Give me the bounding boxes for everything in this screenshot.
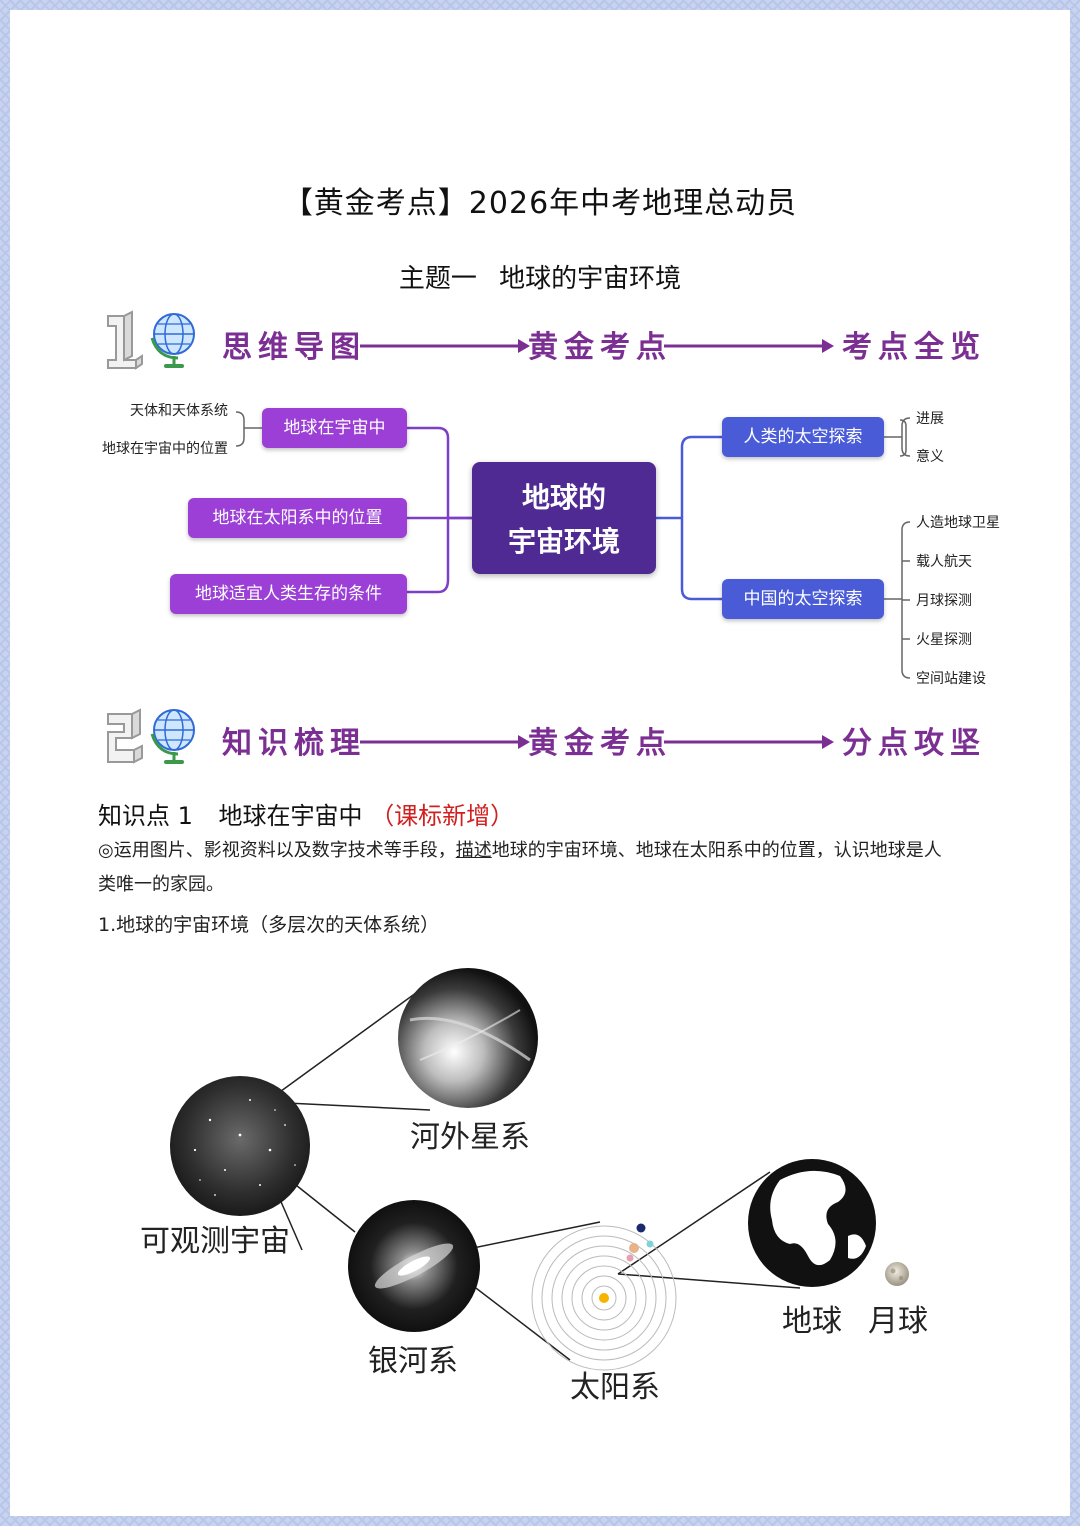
label-moon: 月球 xyxy=(868,1304,928,1339)
section-banner-1: 思维导图 黄金考点 考点全览 xyxy=(98,308,998,378)
node-habitable-conditions: 地球适宜人类生存的条件 xyxy=(170,574,407,614)
label-solar-system: 太阳系 xyxy=(570,1370,660,1405)
req-underlined: 描述 xyxy=(455,840,492,861)
req-text-1: ◎运用图片、影视资料以及数字技术等手段， xyxy=(98,840,456,861)
mind-map-connectors xyxy=(235,411,911,679)
center-node-line2: 宇宙环境 xyxy=(507,525,620,558)
arrow-right-icon xyxy=(360,735,530,749)
banner-step-knowledge: 知识梳理 xyxy=(222,726,366,761)
center-node-line1: 地球的 xyxy=(521,481,606,514)
leaf-satellite: 人造地球卫星 xyxy=(916,515,1000,531)
arrow-right-icon xyxy=(664,735,834,749)
figure-drawing xyxy=(170,968,909,1371)
moon-image xyxy=(885,1262,909,1286)
leaf-progress: 进展 xyxy=(916,411,944,427)
req-text-2: 地球的宇宙环境、地球在太阳系中的位置，认识地球是人 xyxy=(491,840,942,861)
globe-icon xyxy=(150,709,195,764)
curriculum-requirement: ◎运用图片、影视资料以及数字技术等手段，描述地球的宇宙环境、地球在太阳系中的位置… xyxy=(98,834,998,902)
document-title: 【黄金考点】2026年中考地理总动员 xyxy=(282,186,798,221)
sun-icon xyxy=(599,1293,609,1303)
observable-universe-image xyxy=(170,1076,310,1216)
leaf-significance: 意义 xyxy=(916,449,944,465)
section-heading: 1.地球的宇宙环境（多层次的天体系统） xyxy=(98,914,440,936)
knowledge-point-title: 知识点 1 地球在宇宙中 （课标新增） xyxy=(98,796,514,831)
kp-name: 地球在宇宙中 xyxy=(218,802,363,830)
banner-step-overview: 考点全览 xyxy=(842,330,986,365)
planet-icon xyxy=(646,1240,654,1248)
planet-icon xyxy=(636,1223,646,1233)
number-one-icon xyxy=(107,310,143,370)
section-banner-2: 知识梳理 黄金考点 分点攻坚 xyxy=(98,704,998,774)
document-page: 【黄金考点】2026年中考地理总动员 主题一 地球的宇宙环境 思维导图 黄金考点 xyxy=(10,10,1070,1516)
globe-icon xyxy=(150,313,195,368)
number-two-icon xyxy=(107,708,143,764)
leaf-mars-exploration: 火星探测 xyxy=(916,632,972,648)
req-text-3: 类唯一的家园。 xyxy=(98,874,224,895)
leaf-manned-spaceflight: 载人航天 xyxy=(916,554,972,570)
banner-step-focus: 分点攻坚 xyxy=(842,726,986,761)
label-extragalactic: 河外星系 xyxy=(410,1120,530,1155)
earth-image xyxy=(748,1159,876,1287)
topic-subtitle: 主题一 地球的宇宙环境 xyxy=(398,264,682,294)
planet-icon xyxy=(629,1243,639,1253)
leaf-space-station: 空间站建设 xyxy=(916,671,986,687)
leaf-lunar-exploration: 月球探测 xyxy=(916,593,972,609)
label-milky-way: 银河系 xyxy=(368,1344,458,1379)
node-earth-in-solar-system: 地球在太阳系中的位置 xyxy=(188,498,407,538)
arrow-right-icon xyxy=(664,339,834,353)
node-human-space-exploration: 人类的太空探索 xyxy=(722,417,884,457)
extragalactic-image xyxy=(398,968,538,1108)
node-china-space-exploration: 中国的太空探索 xyxy=(722,579,884,619)
center-node: 地球的 宇宙环境 xyxy=(472,462,656,574)
label-earth: 地球 xyxy=(782,1304,842,1339)
banner-step-golden: 黄金考点 xyxy=(528,726,672,761)
leaf-celestial-systems: 天体和天体系统 xyxy=(130,403,228,419)
celestial-systems-figure: 河外星系 可观测宇宙 银河系 太阳系 地球 月球 xyxy=(10,950,1070,1420)
node-earth-in-universe: 地球在宇宙中 xyxy=(262,408,407,448)
milky-way-image xyxy=(348,1200,480,1332)
arrow-right-icon xyxy=(360,339,530,353)
mind-map: 天体和天体系统 地球在宇宙中的位置 地球在宇宙中 地球在太阳系中的位置 地球适宜… xyxy=(10,380,1070,690)
solar-system-image xyxy=(531,1225,677,1371)
leaf-earth-position-universe: 地球在宇宙中的位置 xyxy=(102,441,228,457)
label-observable-universe: 可观测宇宙 xyxy=(140,1224,290,1259)
banner-step-mindmap: 思维导图 xyxy=(222,330,366,365)
kp-new-standard-tag: （课标新增） xyxy=(370,802,515,830)
kp-number: 知识点 1 xyxy=(98,802,193,830)
banner-step-golden: 黄金考点 xyxy=(528,330,672,365)
planet-icon xyxy=(626,1254,634,1262)
